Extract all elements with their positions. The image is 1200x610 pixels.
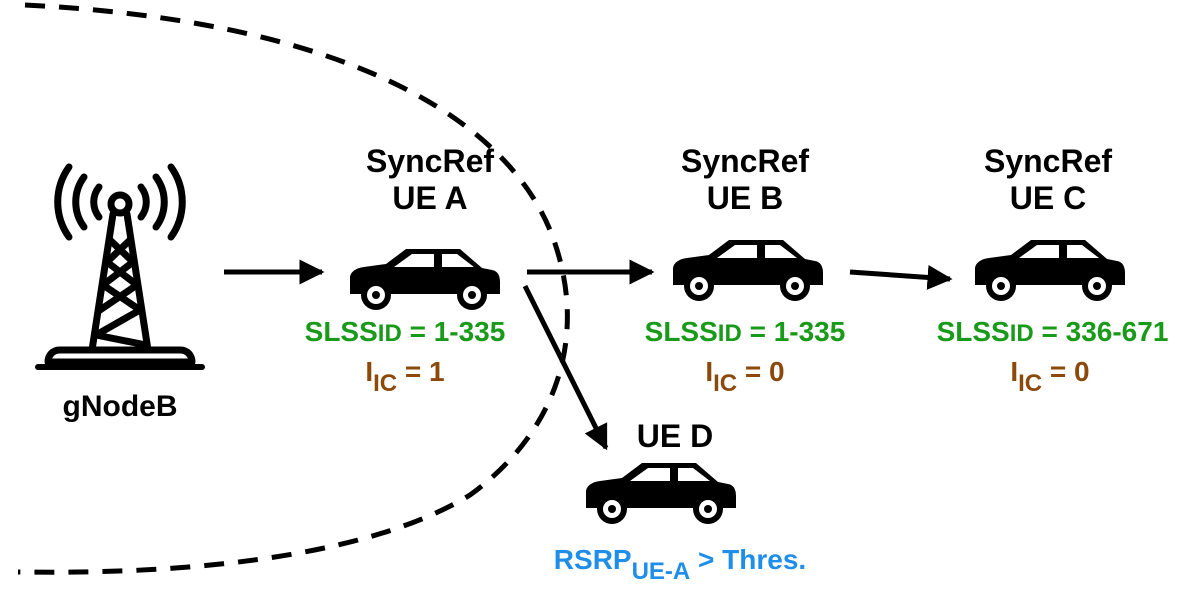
ue-c-iic-prefix: I — [1010, 356, 1019, 387]
ue-c-title-line2: UE C — [1009, 179, 1087, 216]
gnodeb-label: gNodeB — [62, 390, 178, 423]
car-icon-ue-c — [975, 240, 1125, 301]
ue-a-slss-value: = 1-335 — [401, 316, 506, 347]
ue-b-title-line2: UE B — [706, 179, 784, 216]
ue-a-iic-value: = 1 — [397, 356, 445, 387]
ue-a-title-line2: UE A — [392, 179, 468, 216]
arrow-ue-a-to-ue-d — [522, 284, 609, 451]
ue-c-slss-value: = 336-671 — [1033, 316, 1169, 347]
ue-b-slss-prefix: SLSS — [644, 316, 718, 347]
car-icon-ue-b — [673, 240, 823, 301]
ue-a-iic-sub: IC — [373, 370, 398, 397]
ue-c-iic: IIC = 0 — [975, 356, 1125, 398]
ue-c-slss-id-suffix: ID — [1009, 320, 1034, 347]
car-icon-ue-a — [350, 249, 500, 310]
ue-a-slss-id: SLSSID = 1-335 — [270, 316, 540, 348]
coverage-boundary — [17, 2, 570, 575]
ue-d-rsrp-condition: RSRPUE-A > Thres. — [520, 544, 840, 586]
ue-d-rsrp-sub: UE-A — [631, 558, 691, 585]
arrow-ue-b-to-ue-c — [849, 264, 953, 290]
cell-tower-icon — [35, 163, 205, 370]
ue-c-slss-id: SLSSID = 336-671 — [910, 316, 1195, 348]
ue-b-slss-id-suffix: ID — [717, 320, 742, 347]
ue-b-iic: IIC = 0 — [670, 356, 820, 398]
ue-c-title: SyncRef UE C — [948, 143, 1148, 217]
ue-b-slss-value: = 1-335 — [741, 316, 846, 347]
ue-c-slss-prefix: SLSS — [936, 316, 1010, 347]
ue-d-rsrp-value: > Thres. — [690, 544, 807, 575]
ue-d-title: UE D — [636, 418, 714, 454]
ue-d-rsrp-prefix: RSRP — [553, 544, 632, 575]
ue-b-slss-id: SLSSID = 1-335 — [610, 316, 880, 348]
ue-b-title: SyncRef UE B — [645, 143, 845, 217]
ue-b-iic-prefix: I — [705, 356, 714, 387]
ue-b-iic-sub: IC — [713, 370, 738, 397]
ue-c-iic-sub: IC — [1018, 370, 1043, 397]
ue-a-iic: IIC = 1 — [330, 356, 480, 398]
ue-a-slss-prefix: SLSS — [304, 316, 378, 347]
car-icon-ue-d — [586, 463, 736, 524]
ue-a-iic-prefix: I — [365, 356, 374, 387]
ue-c-iic-value: = 0 — [1042, 356, 1090, 387]
ue-c-title-line1: SyncRef — [983, 143, 1113, 179]
ue-a-slss-id-suffix: ID — [377, 320, 402, 347]
ue-a-title-line1: SyncRef — [365, 143, 495, 179]
ue-b-iic-value: = 0 — [737, 356, 785, 387]
ue-b-title-line1: SyncRef — [680, 143, 810, 179]
ue-a-title: SyncRef UE A — [330, 143, 530, 217]
